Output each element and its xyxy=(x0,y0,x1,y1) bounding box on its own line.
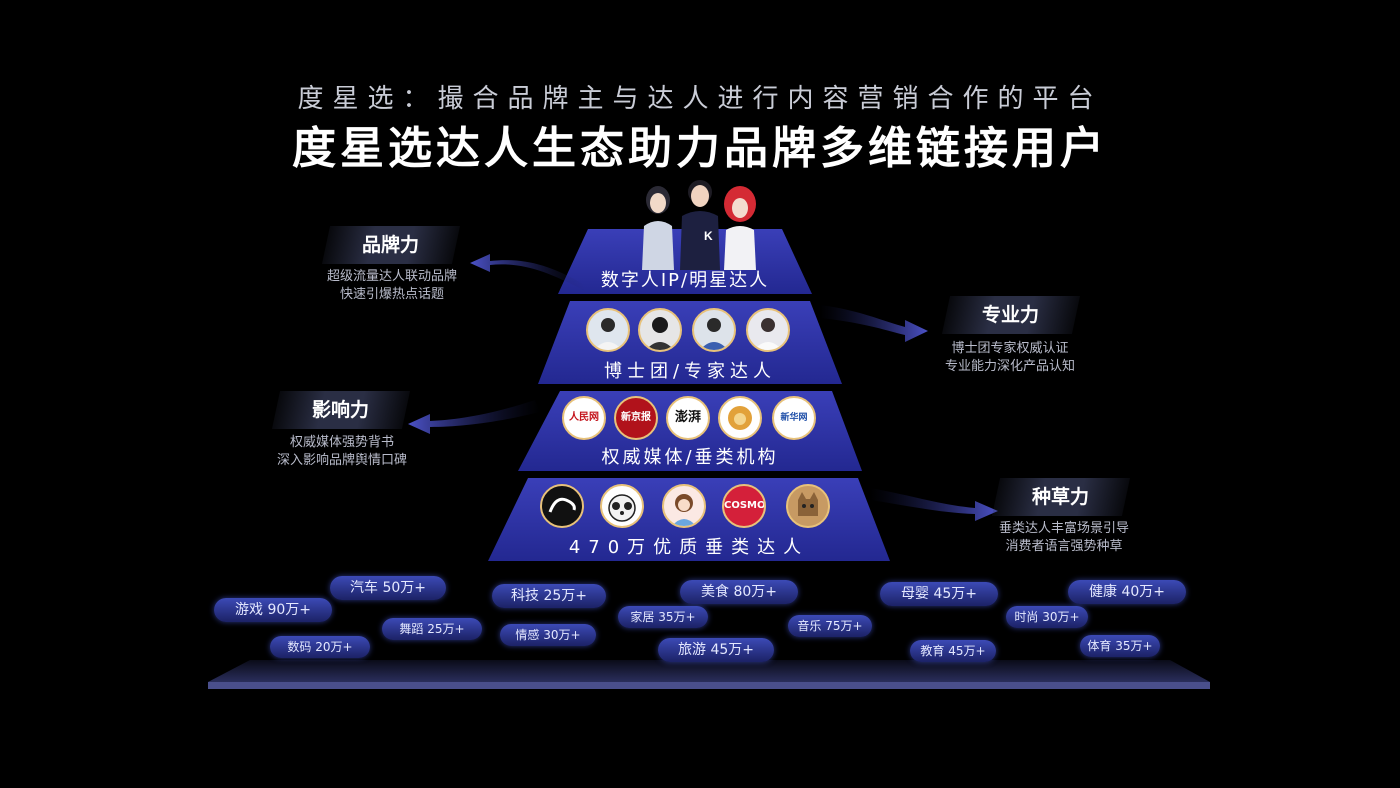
category-pill-games: 游戏 90万+ xyxy=(214,598,332,622)
tier-3-label: 权威媒体/垂类机构 xyxy=(601,447,779,468)
creator-logo-panda xyxy=(600,484,644,528)
tier-1-label: 数字人IP/明星达人 xyxy=(600,270,770,291)
media-logo-lion xyxy=(718,396,762,440)
cat-icon xyxy=(798,492,818,516)
creator-logo-1 xyxy=(540,484,584,528)
category-pill-fashion: 时尚 30万+ xyxy=(1006,606,1088,628)
lion-icon xyxy=(728,406,752,430)
page-title: 度星选达人生态助力品牌多维链接用户 xyxy=(292,123,1108,174)
expert-avatar xyxy=(746,308,790,352)
callout-influence-desc: 权威媒体强势背书深入影响品牌舆情口碑 xyxy=(276,435,407,468)
panda-icon xyxy=(608,494,636,522)
category-pill-education: 教育 45万+ xyxy=(910,640,996,662)
tier-4-label: 470万优质垂类达人 xyxy=(568,537,810,558)
callout-seeding-desc: 垂类达人丰富场景引导消费者语言强势种草 xyxy=(998,521,1129,554)
callout-professional-desc: 博士团专家权威认证专业能力深化产品认知 xyxy=(944,341,1075,374)
callout-influence-tag: 影响力 xyxy=(271,391,411,429)
digital-human-figures: K xyxy=(642,180,756,270)
expert-avatar xyxy=(692,308,736,352)
creator-logo-girl xyxy=(662,484,706,528)
category-pill-digital: 数码 20万+ xyxy=(270,636,370,658)
brush-logo-icon xyxy=(548,497,576,513)
category-pill-auto: 汽车 50万+ xyxy=(330,576,446,600)
media-logo-thepaper: 澎湃 xyxy=(666,396,710,440)
expert-avatar xyxy=(638,308,682,352)
svg-text:K: K xyxy=(704,229,713,243)
creator-logo-cat xyxy=(786,484,830,528)
figure-left xyxy=(642,186,674,270)
callout-brand-desc: 超级流量达人联动品牌快速引爆热点话题 xyxy=(326,269,457,302)
page-subtitle: 度星选：撮合品牌主与达人进行内容营销合作的平台 xyxy=(297,84,1103,114)
callout-brand-tag: 品牌力 xyxy=(321,226,461,264)
tier-2-label: 博士团/专家达人 xyxy=(603,361,777,382)
platform-top xyxy=(208,660,1210,682)
person-icon xyxy=(754,318,782,350)
arrow-professional xyxy=(820,305,928,342)
media-logo-beijing-news: 新京报 xyxy=(614,396,658,440)
category-pill-emotion: 情感 30万+ xyxy=(500,624,596,646)
category-pill-tech: 科技 25万+ xyxy=(492,584,606,608)
person-icon xyxy=(700,318,728,350)
category-pill-music: 音乐 75万+ xyxy=(788,615,872,637)
arrow-influence xyxy=(408,400,540,434)
category-pill-health: 健康 40万+ xyxy=(1068,580,1186,604)
category-pill-food: 美食 80万+ xyxy=(680,580,798,604)
media-logo-xinhua: 新华网 xyxy=(772,396,816,440)
category-pill-baby: 母婴 45万+ xyxy=(880,582,998,606)
person-icon xyxy=(646,317,674,350)
media-logo-people-daily: 人民网 xyxy=(562,396,606,440)
category-pill-travel: 旅游 45万+ xyxy=(658,638,774,662)
arrow-seeding xyxy=(870,488,998,521)
platform-edge xyxy=(208,682,1210,689)
callout-seeding-tag: 种草力 xyxy=(991,478,1131,516)
cartoon-girl-icon xyxy=(672,494,696,526)
person-icon xyxy=(594,318,622,350)
figure-right xyxy=(724,186,756,270)
creator-logo-cosmo: COSMO xyxy=(722,484,766,528)
callout-professional-tag: 专业力 xyxy=(941,296,1081,334)
category-pill-dance: 舞蹈 25万+ xyxy=(382,618,482,640)
category-pill-home: 家居 35万+ xyxy=(618,606,708,628)
expert-avatar xyxy=(586,308,630,352)
arrow-brand xyxy=(470,254,585,291)
category-pill-sports: 体育 35万+ xyxy=(1080,635,1160,657)
figure-center: K xyxy=(680,180,720,270)
